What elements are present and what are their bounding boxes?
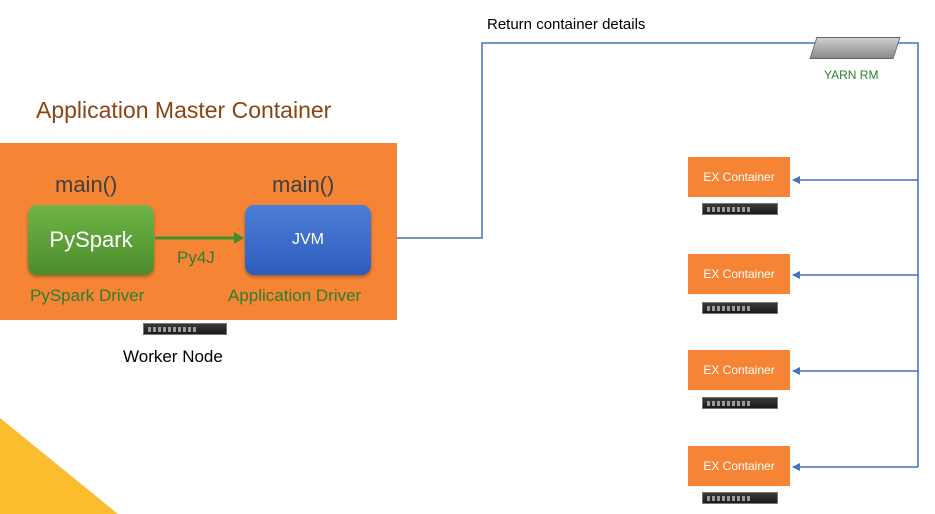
ex-container-label: EX Container — [703, 459, 775, 473]
worker-node-server-icon — [143, 323, 227, 335]
ex-container-1: EX Container — [688, 157, 790, 197]
yarn-rm-server-icon — [809, 37, 901, 59]
corner-triangle — [0, 418, 118, 514]
ex-container-3: EX Container — [688, 350, 790, 390]
yarn-trunk-line — [898, 42, 919, 467]
ex-container-label: EX Container — [703, 267, 775, 281]
jvm-box: JVM — [245, 205, 371, 275]
yarn-rm-label: YARN RM — [824, 68, 879, 82]
branch-arrowhead-3 — [792, 367, 800, 375]
ex-container-label: EX Container — [703, 363, 775, 377]
return-container-details-label: Return container details — [487, 16, 646, 33]
pyspark-main-label: main() — [55, 172, 118, 197]
branch-arrowhead-4 — [792, 463, 800, 471]
branch-arrowhead-1 — [792, 176, 800, 184]
jvm-main-label: main() — [272, 172, 335, 197]
ex-container-4: EX Container — [688, 446, 790, 486]
ex-server-icon-4 — [702, 492, 778, 504]
py4j-label: Py4J — [177, 248, 215, 267]
worker-node-label: Worker Node — [123, 347, 223, 366]
return-line — [372, 42, 815, 239]
ex-container-2: EX Container — [688, 254, 790, 294]
ex-server-icon-1 — [702, 203, 778, 215]
ex-server-icon-3 — [702, 397, 778, 409]
pyspark-driver-caption: PySpark Driver — [30, 286, 145, 305]
pyspark-box: PySpark — [28, 205, 154, 275]
application-master-title: Application Master Container — [36, 97, 332, 123]
ex-server-icon-2 — [702, 302, 778, 314]
jvm-box-label: JVM — [292, 231, 324, 248]
pyspark-box-label: PySpark — [49, 227, 133, 252]
application-driver-caption: Application Driver — [228, 286, 362, 305]
executor-branches — [792, 176, 918, 471]
branch-arrowhead-2 — [792, 271, 800, 279]
ex-container-label: EX Container — [703, 170, 775, 184]
